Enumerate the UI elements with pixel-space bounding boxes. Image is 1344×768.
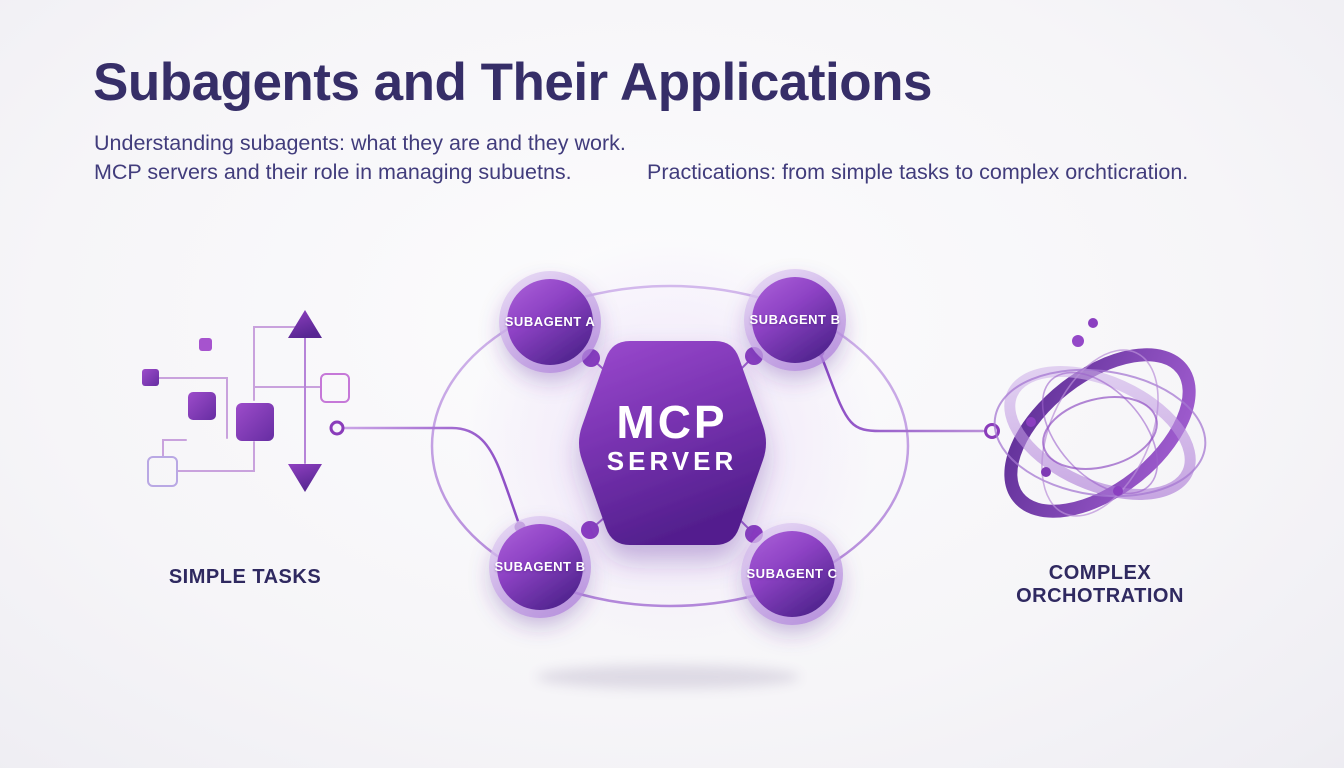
orbit-ring xyxy=(430,284,910,608)
caption-complex-orchestration: COMPLEX ORCHOTRATION xyxy=(950,562,1250,608)
subtitle-left-block: Understanding subagents: what they are a… xyxy=(94,129,694,187)
subagent-label-top-right: SUBAGENT B xyxy=(749,312,841,327)
corner-nodes xyxy=(581,347,763,543)
mcp-hexagon xyxy=(579,341,766,545)
down-triangle xyxy=(288,464,322,492)
up-triangle xyxy=(288,310,322,338)
subagent-circle-bottom-left xyxy=(489,516,591,618)
mcp-label-line2: SERVER xyxy=(606,446,738,476)
outline-square-bottom xyxy=(147,456,178,487)
ground-shadow xyxy=(536,665,800,689)
caption-complex-line1: COMPLEX xyxy=(1048,562,1152,584)
page-title: Subagents and Their Applications xyxy=(93,53,932,112)
complex-orbit-graphic xyxy=(993,318,1207,518)
subagent-label-bottom-right: SUBAGENT C xyxy=(746,566,838,581)
simple-tasks-graphic xyxy=(142,310,350,492)
subagent-label-top-left: SUBAGENT A xyxy=(504,314,596,329)
subagent-circle-bottom-right xyxy=(741,523,843,625)
subtitle-line-2: MCP servers and their role in managing s… xyxy=(94,160,572,184)
subtitle-line-1: Understanding subagents: what they are a… xyxy=(94,131,626,155)
tiny-square xyxy=(199,338,212,351)
small-square xyxy=(142,369,159,386)
mcp-server-label: MCP SERVER xyxy=(562,398,782,476)
outline-square-top xyxy=(320,373,350,403)
subagent-circle-top-left xyxy=(499,271,601,373)
subagent-label-bottom-left: SUBAGENT B xyxy=(494,559,586,574)
caption-simple-tasks: SIMPLE TASKS xyxy=(168,566,322,588)
left-terminal-ring xyxy=(329,420,345,436)
subtitle-right-line: Practications: from simple tasks to comp… xyxy=(647,160,1189,184)
subagent-circle-top-right xyxy=(744,269,846,371)
large-square xyxy=(236,403,274,441)
medium-square xyxy=(188,392,216,420)
mcp-label-line1: MCP xyxy=(616,396,728,448)
caption-complex-line2: ORCHOTRATION xyxy=(1016,585,1184,607)
